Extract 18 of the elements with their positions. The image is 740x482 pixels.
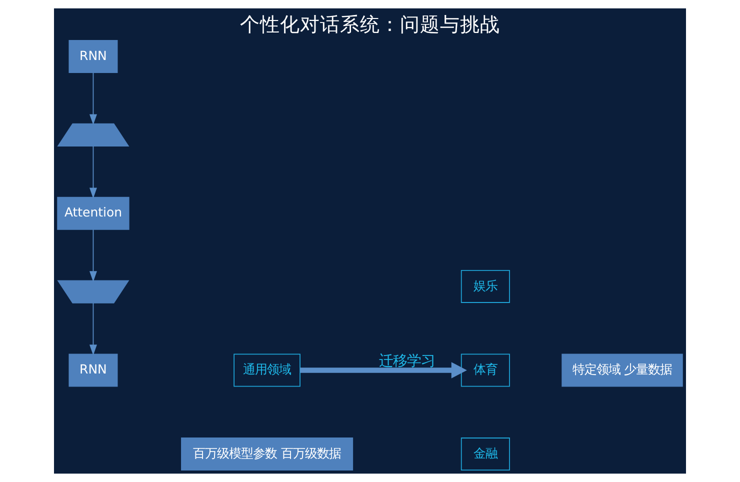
node-invtrapezoid xyxy=(57,280,130,304)
node-box: RNN xyxy=(68,40,118,73)
node-trapezoid xyxy=(57,123,130,146)
arrow xyxy=(89,229,97,282)
node-box: 通用领域 xyxy=(234,354,300,387)
diagram-title: 个性化对话系统：问题与挑战 xyxy=(240,13,500,36)
edge-label: 迁移学习 xyxy=(378,354,435,370)
arrow xyxy=(89,302,97,356)
node-box: 百万级模型参数 百万级数据 xyxy=(181,438,354,471)
arrow xyxy=(89,146,97,198)
arrow xyxy=(300,362,467,378)
node-box: Attention xyxy=(57,196,130,230)
node-box: 体育 xyxy=(460,354,510,387)
node-box: 娱乐 xyxy=(460,270,510,303)
node-box: RNN xyxy=(68,354,118,387)
node-box: 金融 xyxy=(460,438,510,471)
arrow xyxy=(89,72,97,125)
node-box: 特定领域 少量数据 xyxy=(562,354,683,387)
